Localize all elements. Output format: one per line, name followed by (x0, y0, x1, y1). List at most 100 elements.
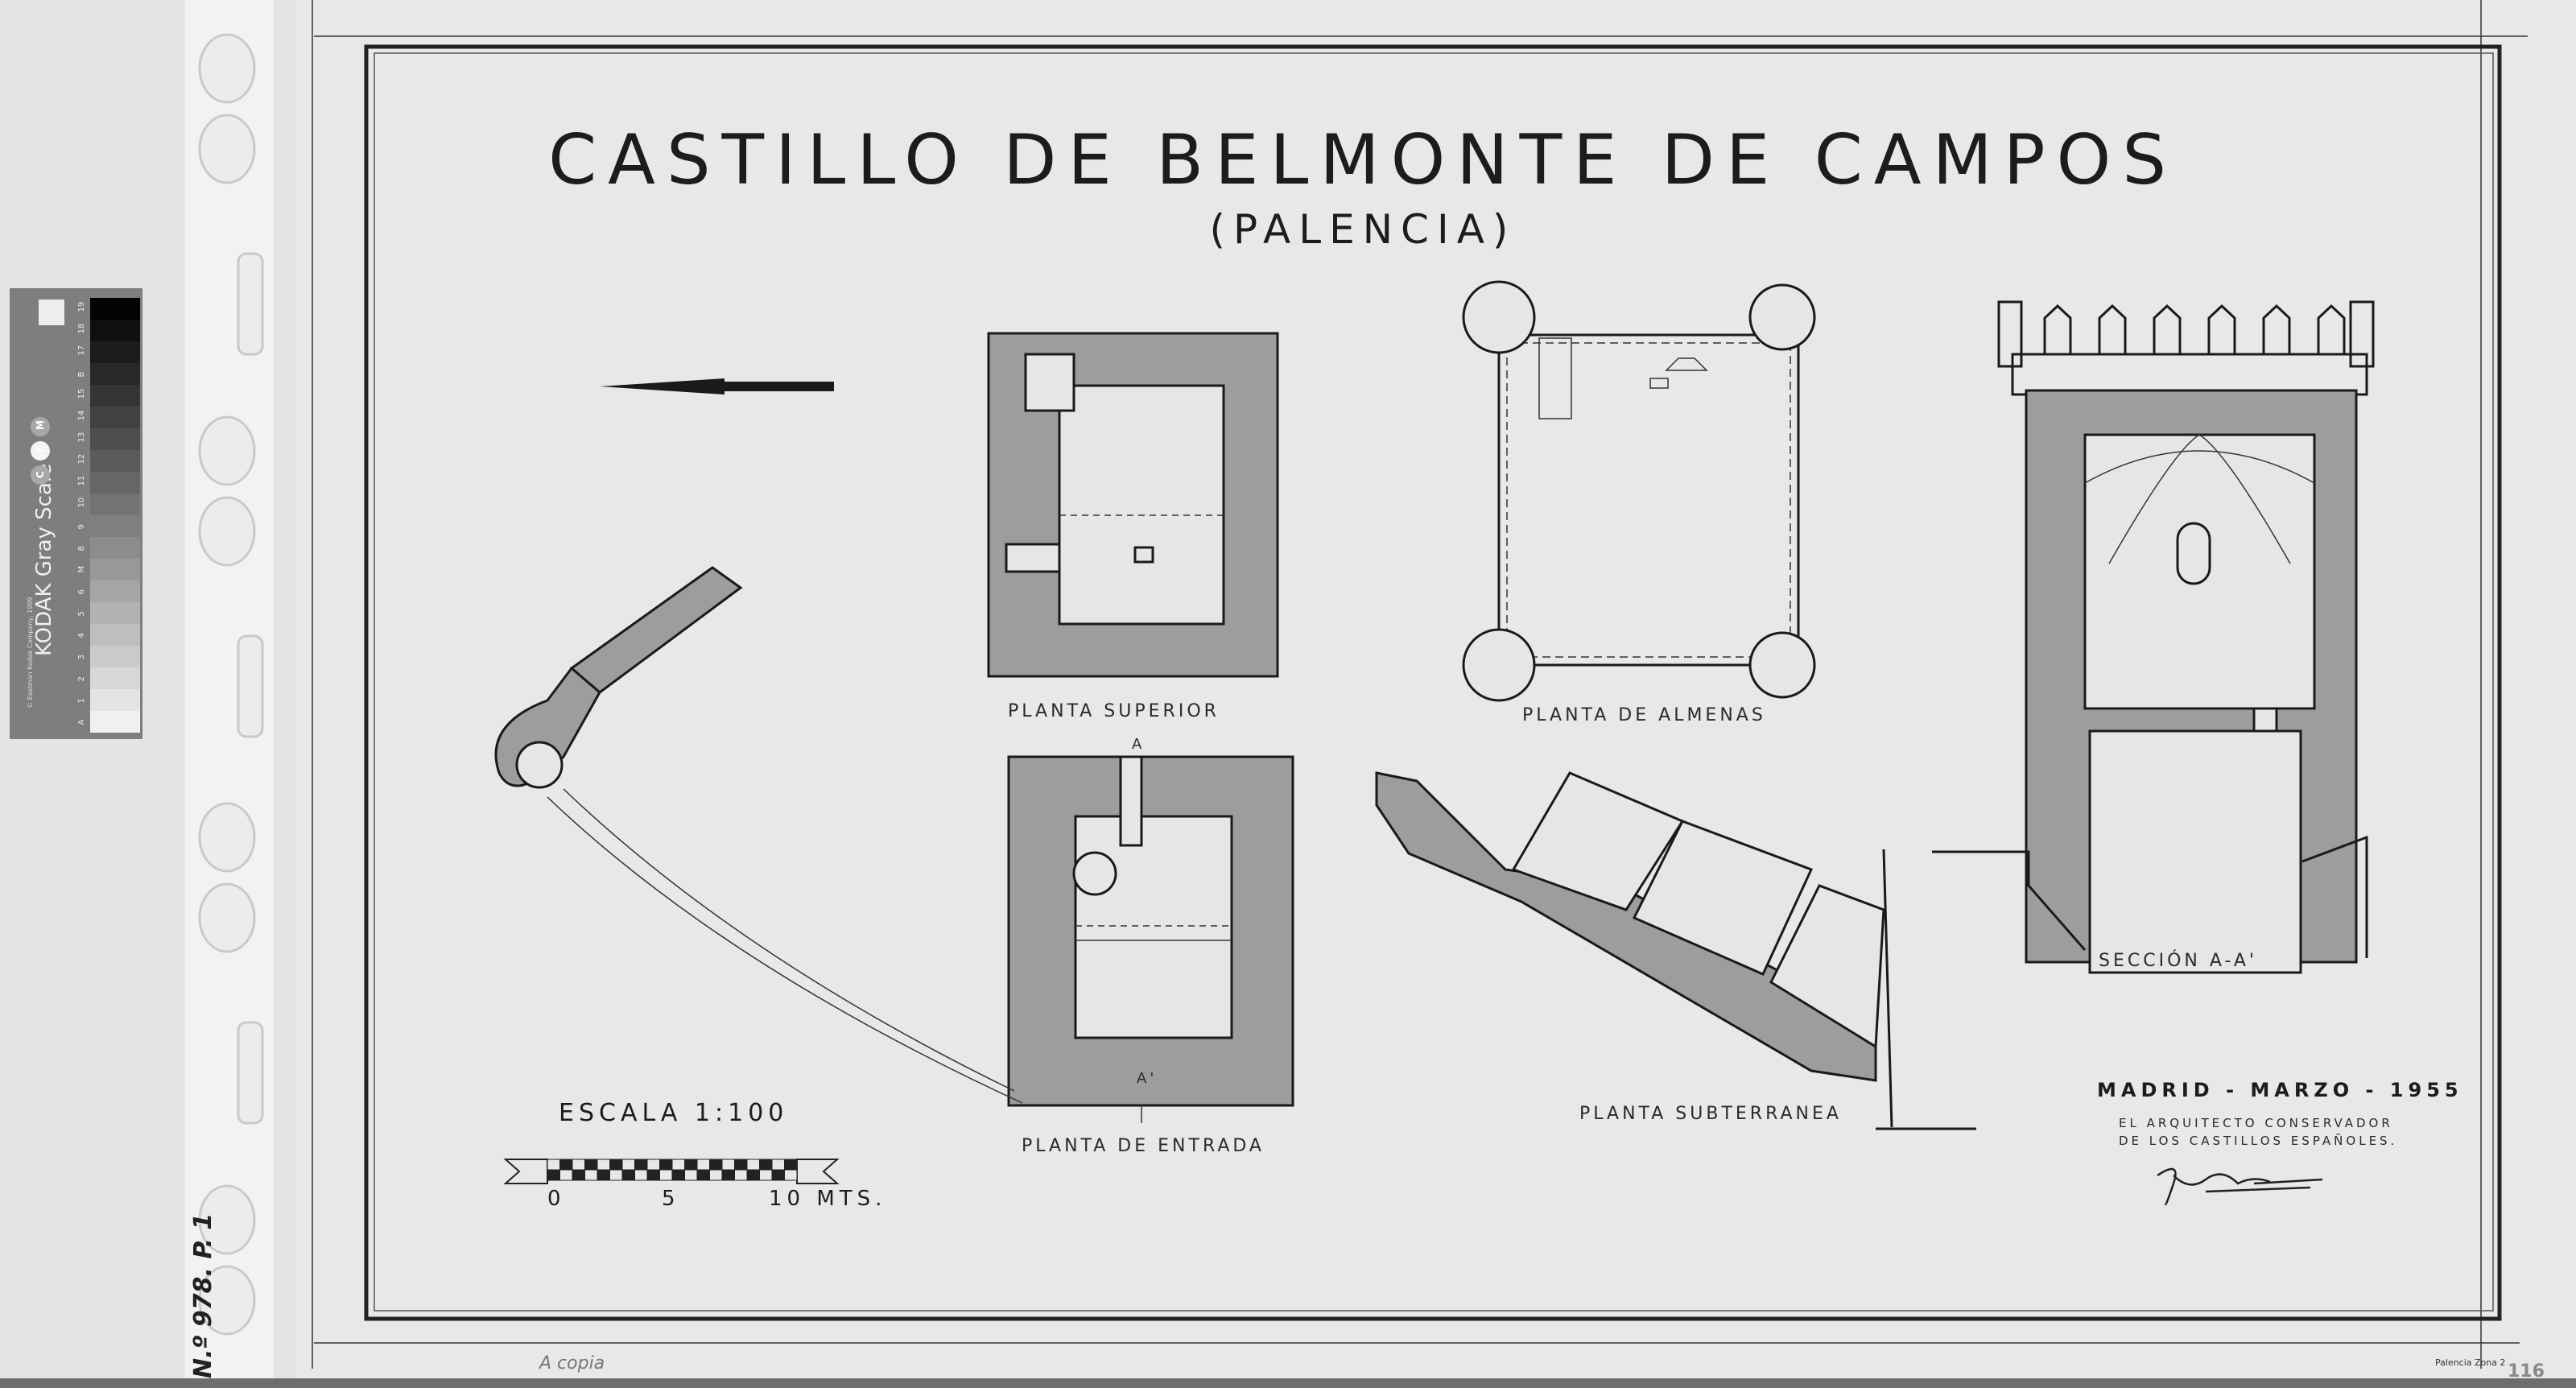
scale-check (634, 1159, 648, 1171)
sheet-number: 116 (2508, 1361, 2545, 1382)
scale-check (721, 1169, 735, 1181)
kodak-brand: KODAK Gray Scale (32, 464, 56, 656)
gray-step-label: 17 (77, 345, 86, 356)
color-mark-label: M (35, 420, 46, 430)
scale-check (734, 1159, 748, 1171)
scale-tick-10: 10 MTS. (769, 1187, 886, 1211)
scale-label: ESCALA 1:100 (559, 1099, 788, 1127)
gray-step-label: 15 (77, 389, 86, 399)
scale-check (759, 1169, 773, 1181)
scale-check (709, 1159, 723, 1171)
section-a-a (1932, 300, 2375, 974)
section-mark-a: A (1132, 736, 1145, 753)
kodak-logo (39, 299, 64, 325)
gray-step (90, 320, 140, 341)
scale-check (746, 1169, 760, 1181)
gray-step-label: 6 (77, 589, 86, 594)
gray-step-label: 5 (77, 611, 86, 616)
gray-step-label: A (77, 720, 86, 725)
scale-check (659, 1159, 673, 1171)
gray-step-label: 13 (77, 432, 86, 443)
scale-check (559, 1159, 573, 1171)
gray-step (90, 559, 140, 580)
scale-check (721, 1159, 735, 1171)
scale-check (746, 1159, 760, 1171)
scale-check (621, 1169, 635, 1181)
scale-check (671, 1169, 685, 1181)
gray-step (90, 689, 140, 711)
gray-step (90, 450, 140, 472)
color-mark-label: Y (35, 447, 46, 455)
label-planta-entrada: PLANTA DE ENTRADA (1022, 1136, 1265, 1156)
scale-check (734, 1169, 748, 1181)
gray-step-label: 1 (77, 698, 86, 703)
gray-step (90, 428, 140, 450)
scale-check (547, 1159, 560, 1171)
gray-step-label: 12 (77, 454, 86, 465)
gray-step (90, 711, 140, 733)
scale-check (771, 1159, 785, 1171)
gray-step-label: B (77, 372, 86, 378)
section-mark-a-prime: A' (1137, 1070, 1157, 1087)
plan-tower-wall (494, 566, 1023, 1104)
role-line-1: EL ARQUITECTO CONSERVADOR (2119, 1116, 2393, 1130)
archive-note: A copia (538, 1353, 605, 1374)
frame-border (364, 44, 2502, 1321)
scale-check (547, 1169, 560, 1181)
color-mark-icon (31, 417, 50, 436)
scale-check (659, 1169, 673, 1181)
merlon (2043, 304, 2072, 354)
scale-check (646, 1169, 660, 1181)
gray-step-label: 8 (77, 546, 86, 551)
plan-entrance-floor (1007, 755, 1294, 1123)
scale-tick-5: 5 (662, 1187, 680, 1211)
gray-step (90, 385, 140, 407)
label-planta-subterranea: PLANTA SUBTERRANEA (1579, 1104, 1842, 1124)
gray-step-label: 11 (77, 476, 86, 486)
label-planta-superior: PLANTA SUPERIOR (1008, 701, 1220, 721)
scale-check (771, 1169, 785, 1181)
scale-check (584, 1169, 598, 1181)
gray-step-label: 10 (77, 498, 86, 508)
north-arrow-icon (600, 378, 834, 395)
scale-check (684, 1159, 698, 1171)
gray-step-label: 2 (77, 676, 86, 681)
merlon (2098, 304, 2127, 354)
scale-bar (503, 1159, 840, 1184)
gray-step-label: 9 (77, 524, 86, 529)
color-mark-label: C (35, 471, 46, 478)
archive-reference: N.º 978. P. 1 (189, 1213, 217, 1378)
scale-check (784, 1169, 798, 1181)
gray-step (90, 407, 140, 428)
scale-check (609, 1169, 623, 1181)
scale-check (671, 1159, 685, 1171)
plan-battlements (1462, 280, 1816, 702)
gray-step (90, 472, 140, 494)
drawing-title: CASTILLO DE BELMONTE DE CAMPOS (548, 120, 2178, 200)
gray-step (90, 624, 140, 646)
scale-check (597, 1169, 610, 1181)
gray-step-label: 3 (77, 655, 86, 659)
scale-check (621, 1159, 635, 1171)
gray-step-label: M (77, 566, 86, 573)
scale-check (696, 1169, 710, 1181)
scale-check (634, 1169, 648, 1181)
merlon (2262, 304, 2291, 354)
gray-step (90, 363, 140, 385)
gray-step (90, 298, 140, 320)
scale-check (572, 1159, 585, 1171)
gray-step (90, 537, 140, 559)
gray-step-label: 19 (77, 302, 86, 312)
color-mark-icon (31, 441, 50, 461)
gray-step (90, 341, 140, 363)
scale-tick-0: 0 (547, 1187, 566, 1211)
kodak-copyright: © Eastman Kodak Company, 1999 (27, 597, 34, 708)
scale-check (759, 1159, 773, 1171)
scale-check (597, 1159, 610, 1171)
merlon (2317, 304, 2346, 354)
gray-step (90, 580, 140, 602)
scale-check (696, 1159, 710, 1171)
scale-check (572, 1169, 585, 1181)
merlon (2153, 304, 2182, 354)
